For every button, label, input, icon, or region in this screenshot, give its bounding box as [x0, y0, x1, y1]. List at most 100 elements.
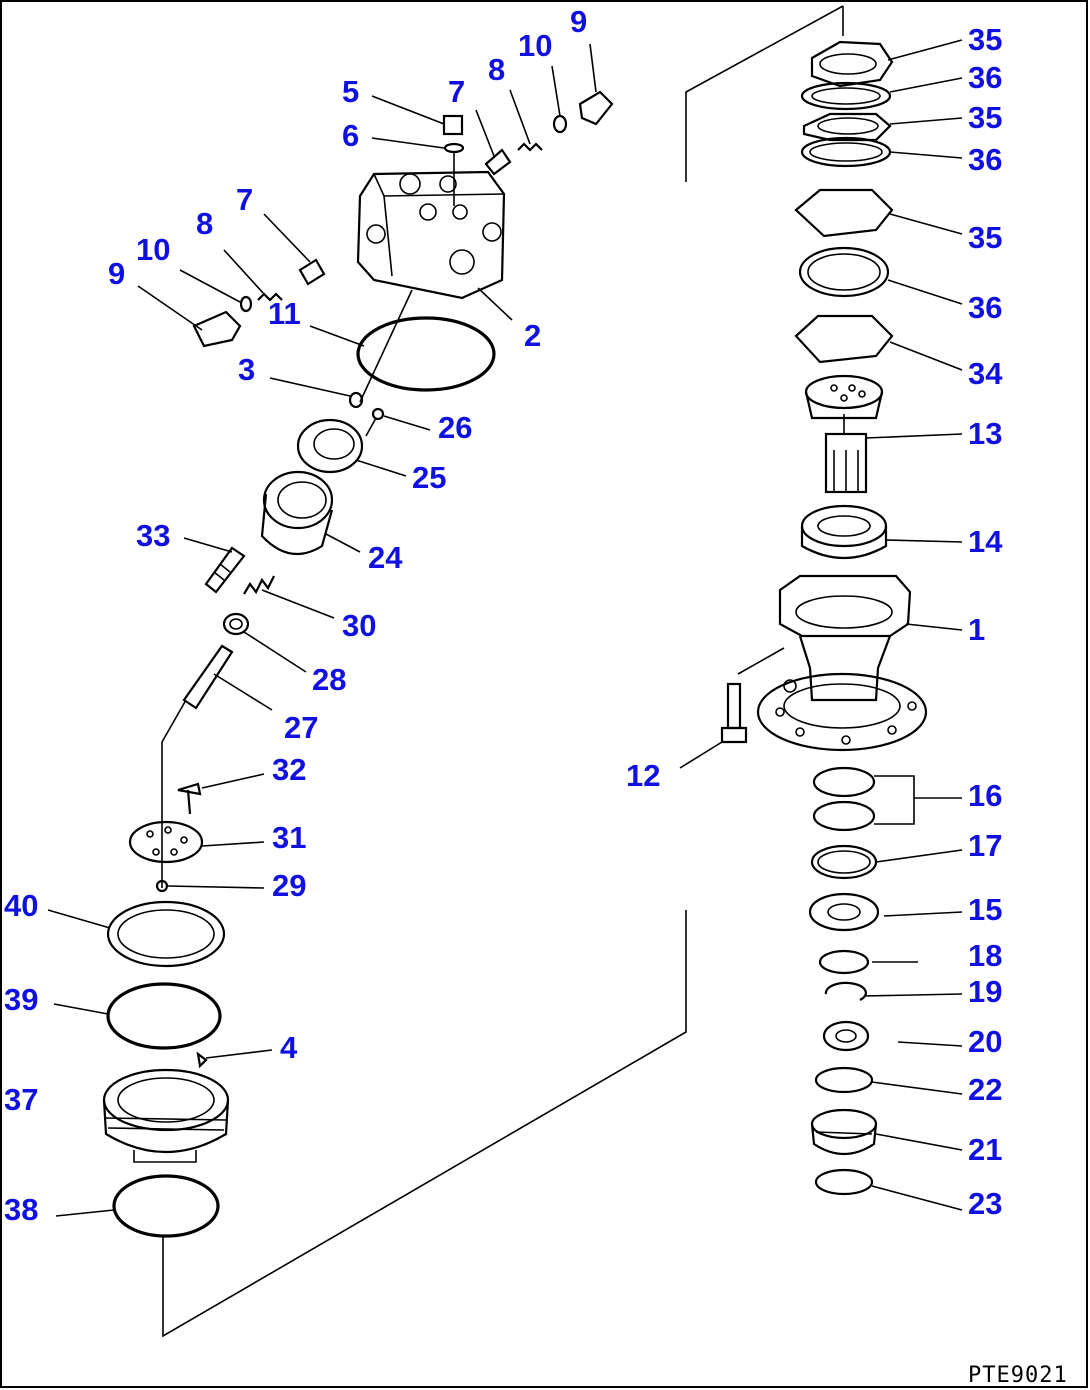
- part-23-washer: [814, 1168, 963, 1211]
- part-21-nut: [810, 1108, 963, 1155]
- callout-22: 22: [968, 1072, 1002, 1107]
- callout-40: 40: [4, 888, 38, 923]
- part-26-pin: [365, 407, 431, 437]
- part-13-shaft: [804, 374, 963, 494]
- part-37-cover: [102, 1068, 230, 1163]
- part-36-top: [800, 77, 963, 111]
- part-19-snap-ring: [824, 981, 963, 1001]
- callout-16: 16: [968, 778, 1002, 813]
- part-10-oring-right: [551, 65, 568, 134]
- callout-21: 21: [968, 1132, 1002, 1167]
- callout-4: 4: [280, 1030, 298, 1065]
- assembly-guide-lines: [161, 5, 845, 1338]
- part-15-bearing: [808, 892, 963, 932]
- part-12-bolt: [679, 682, 748, 769]
- callout-11: 11: [268, 296, 301, 331]
- callout-37: 37: [4, 1082, 38, 1117]
- callout-27: 27: [284, 710, 318, 745]
- callout-39: 39: [4, 982, 38, 1017]
- callout-33: 33: [136, 518, 170, 553]
- part-36-second: [800, 136, 963, 168]
- callout-35: 35: [968, 220, 1002, 255]
- callout-25: 25: [412, 460, 446, 495]
- part-24-cylinder-block: [260, 470, 361, 556]
- part-35-top: [810, 39, 963, 88]
- callout-10: 10: [136, 232, 170, 267]
- callout-17: 17: [968, 828, 1002, 863]
- callout-35: 35: [968, 22, 1002, 57]
- callout-8: 8: [488, 52, 505, 87]
- callout-34: 34: [968, 356, 1003, 391]
- callout-2: 2: [524, 318, 541, 353]
- part-34-plate: [794, 314, 963, 371]
- callout-23: 23: [968, 1186, 1002, 1221]
- part-16-rings: [812, 766, 962, 832]
- callout-24: 24: [368, 540, 403, 575]
- callout-18: 18: [968, 938, 1002, 973]
- callout-31: 31: [272, 820, 306, 855]
- callout-7: 7: [236, 182, 253, 217]
- callout-19: 19: [968, 974, 1002, 1009]
- callout-28: 28: [312, 662, 346, 697]
- part-30-spring: [243, 575, 335, 619]
- part-10-oring-left: [179, 269, 253, 313]
- part-11-oring: [309, 316, 496, 392]
- part-27-shaft: [182, 644, 273, 711]
- callout-36: 36: [968, 60, 1002, 95]
- part-35-second: [802, 112, 963, 142]
- part-7-valve-left: [263, 213, 326, 286]
- part-5-plug: [371, 95, 464, 136]
- part-14-bearing: [800, 504, 963, 560]
- part-4-pin: [196, 1049, 273, 1069]
- part-9-plug-left: [137, 285, 242, 348]
- callout-labels: 35 36 35 36 35 36 34 13 14 1 12 16 17 15…: [4, 4, 1003, 1227]
- callout-9: 9: [108, 256, 125, 291]
- callout-32: 32: [272, 752, 306, 787]
- callout-6: 6: [342, 118, 359, 153]
- part-1-housing: [737, 574, 963, 752]
- part-8-spring-left: [223, 249, 283, 302]
- part-17-ring: [810, 844, 963, 880]
- part-40-ring: [47, 900, 226, 968]
- callout-36: 36: [968, 142, 1002, 177]
- part-2-valve-body: [356, 170, 513, 321]
- callout-15: 15: [968, 892, 1002, 927]
- part-29-ball: [155, 879, 265, 893]
- callout-14: 14: [968, 524, 1003, 559]
- callout-13: 13: [968, 416, 1002, 451]
- callout-5: 5: [342, 74, 359, 109]
- callout-10: 10: [518, 28, 552, 63]
- part-28-seat: [222, 612, 307, 673]
- part-33-piston: [183, 537, 246, 594]
- callout-20: 20: [968, 1024, 1002, 1059]
- part-38-oring: [55, 1174, 220, 1238]
- callout-29: 29: [272, 868, 306, 903]
- callout-38: 38: [4, 1192, 38, 1227]
- part-35-plate: [794, 188, 963, 238]
- part-36-plate: [798, 246, 963, 305]
- callout-26: 26: [438, 410, 472, 445]
- callout-30: 30: [342, 608, 376, 643]
- part-31-plate: [128, 820, 265, 864]
- part-3-pin: [269, 377, 364, 409]
- part-9-plug-right: [578, 43, 614, 126]
- part-39-oring: [53, 982, 222, 1050]
- callout-36: 36: [968, 290, 1002, 325]
- callout-7: 7: [448, 74, 465, 109]
- callout-1: 1: [968, 612, 985, 647]
- callout-8: 8: [196, 206, 213, 241]
- part-18-ring: [818, 949, 918, 975]
- callout-35: 35: [968, 100, 1002, 135]
- callout-12: 12: [626, 758, 660, 793]
- drawing-code: PTE9021: [968, 1363, 1068, 1388]
- part-25-valve-plate: [296, 418, 407, 477]
- part-22-ring: [814, 1066, 963, 1095]
- callout-9: 9: [570, 4, 587, 39]
- part-7-valve-right: [475, 109, 512, 176]
- part-8-spring-right: [509, 89, 543, 152]
- part-32-screw: [177, 773, 265, 815]
- part-20-collar: [822, 1020, 963, 1052]
- callout-3: 3: [238, 352, 255, 387]
